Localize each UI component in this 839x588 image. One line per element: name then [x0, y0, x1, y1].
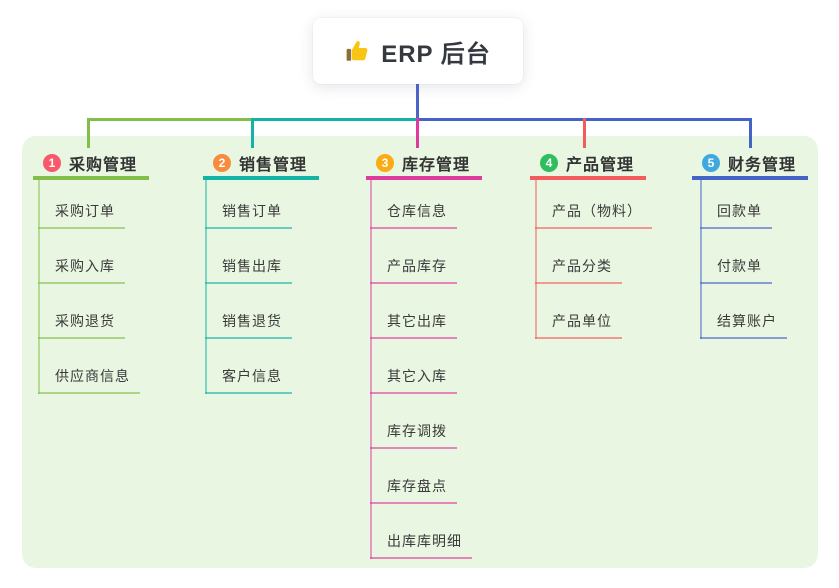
- child-node[interactable]: 销售退货: [205, 311, 292, 339]
- branch-stub-line: [749, 118, 752, 148]
- child-node-label: 采购退货: [55, 313, 115, 329]
- root-title: ERP 后台: [381, 40, 491, 68]
- branch-header-5[interactable]: 5 财务管理: [692, 149, 808, 180]
- branch-stub-line: [87, 118, 90, 148]
- child-node[interactable]: 库存调拨: [370, 421, 457, 449]
- branch-header-4[interactable]: 4 产品管理: [530, 149, 646, 180]
- child-node[interactable]: 供应商信息: [38, 366, 140, 394]
- child-node-label: 采购订单: [55, 203, 115, 219]
- branch-child-line: [370, 180, 372, 559]
- branch-label: 采购管理: [69, 156, 138, 174]
- child-node-label: 库存调拨: [387, 423, 447, 439]
- child-node-label: 采购入库: [55, 258, 115, 274]
- branch-child-line: [700, 180, 702, 339]
- child-node-label: 供应商信息: [55, 368, 130, 384]
- mindmap-panel: [22, 136, 818, 568]
- branch-child-line: [205, 180, 207, 394]
- child-node[interactable]: 销售订单: [205, 201, 292, 229]
- branch-stub-line: [583, 118, 586, 148]
- branch-child-line: [535, 180, 537, 339]
- child-node-label: 结算账户: [717, 313, 777, 329]
- branch-label: 销售管理: [239, 156, 308, 174]
- branch-label: 库存管理: [402, 156, 471, 174]
- child-node[interactable]: 仓库信息: [370, 201, 457, 229]
- child-node[interactable]: 采购入库: [38, 256, 125, 284]
- child-node-label: 其它入库: [387, 368, 447, 384]
- child-node-label: 客户信息: [222, 368, 282, 384]
- child-node[interactable]: 采购退货: [38, 311, 125, 339]
- child-node[interactable]: 其它入库: [370, 366, 457, 394]
- branch-child-line: [38, 180, 40, 394]
- connector-bus-segment: [251, 118, 418, 121]
- branch-header-3[interactable]: 3 库存管理: [366, 149, 482, 180]
- branch-header-2[interactable]: 2 销售管理: [203, 149, 319, 180]
- branch-label: 产品管理: [566, 156, 635, 174]
- child-node[interactable]: 产品单位: [535, 311, 622, 339]
- child-node-label: 其它出库: [387, 313, 447, 329]
- branch-header-1[interactable]: 1 采购管理: [33, 149, 149, 180]
- child-node-label: 销售退货: [222, 313, 282, 329]
- child-node[interactable]: 产品库存: [370, 256, 457, 284]
- child-node[interactable]: 客户信息: [205, 366, 292, 394]
- branch-number-badge: 5: [702, 153, 720, 172]
- branch-number-badge: 4: [540, 153, 558, 172]
- child-node-label: 销售订单: [222, 203, 282, 219]
- connector-bus-segment: [87, 118, 253, 121]
- thumbs-up-icon: [346, 40, 368, 61]
- child-node[interactable]: 回款单: [700, 201, 772, 229]
- child-node-label: 仓库信息: [387, 203, 447, 219]
- child-node[interactable]: 结算账户: [700, 311, 787, 339]
- branch-stub-line: [416, 118, 419, 148]
- child-node-label: 产品单位: [552, 313, 612, 329]
- child-node-label: 销售出库: [222, 258, 282, 274]
- child-node[interactable]: 出库库明细: [370, 531, 472, 559]
- child-node-label: 回款单: [717, 203, 762, 219]
- branch-number-badge: 2: [213, 153, 231, 172]
- child-node-label: 付款单: [717, 258, 762, 274]
- child-node-label: 出库库明细: [387, 533, 462, 549]
- branch-stub-line: [251, 118, 254, 148]
- child-node-label: 产品分类: [552, 258, 612, 274]
- child-node[interactable]: 采购订单: [38, 201, 125, 229]
- branch-number-badge: 1: [43, 153, 61, 172]
- root-node[interactable]: ERP 后台: [313, 18, 523, 84]
- child-node[interactable]: 付款单: [700, 256, 772, 284]
- branch-number-badge: 3: [376, 153, 394, 172]
- root-connector-line: [416, 84, 419, 121]
- child-node[interactable]: 销售出库: [205, 256, 292, 284]
- child-node[interactable]: 库存盘点: [370, 476, 457, 504]
- branch-label: 财务管理: [728, 156, 797, 174]
- child-node[interactable]: 产品（物料）: [535, 201, 652, 229]
- child-node-label: 产品（物料）: [552, 203, 642, 219]
- child-node-label: 库存盘点: [387, 478, 447, 494]
- child-node[interactable]: 其它出库: [370, 311, 457, 339]
- child-node-label: 产品库存: [387, 258, 447, 274]
- child-node[interactable]: 产品分类: [535, 256, 622, 284]
